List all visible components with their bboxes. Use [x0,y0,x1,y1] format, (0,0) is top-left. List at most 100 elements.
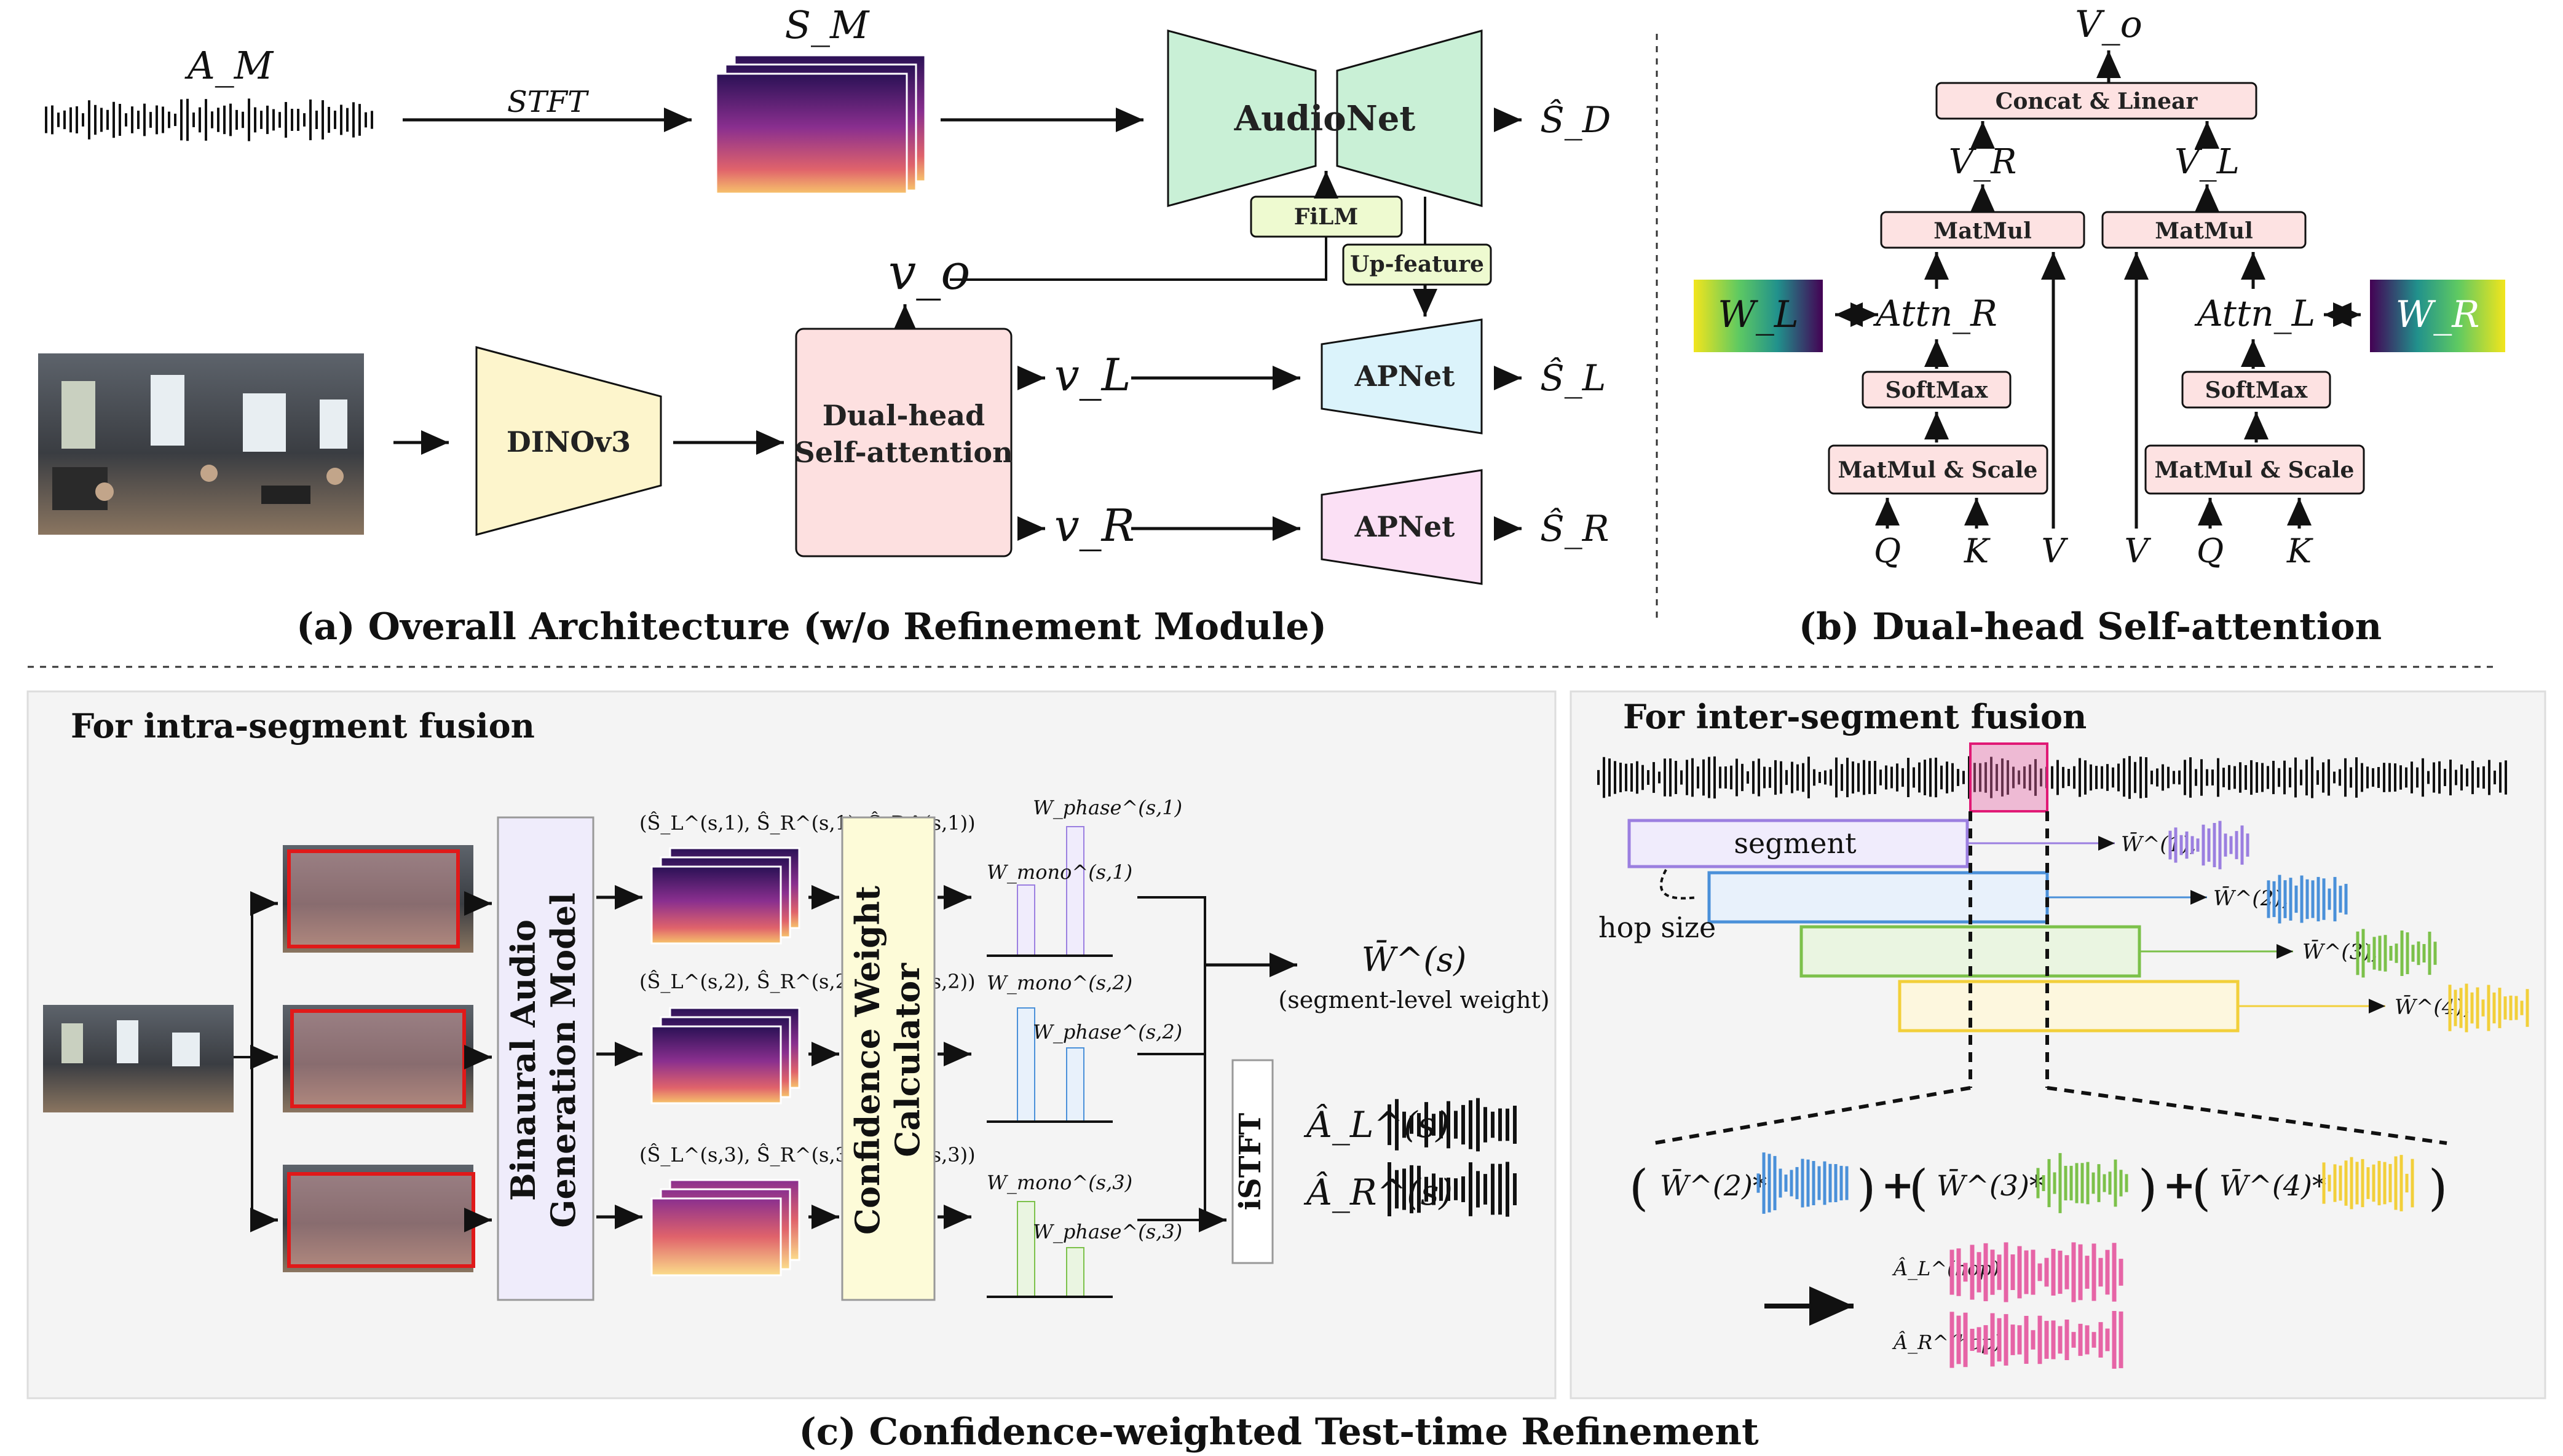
dual-head-attention-block [795,328,1013,557]
vr-label: v_R [1054,500,1135,551]
eq-term-1: W̄^(2)* [1660,1168,1767,1202]
eq-waveform-2 [1756,1152,1849,1214]
crop-frame-1 [283,845,473,953]
plus-2: + [2163,1162,2196,1208]
am-label: A_M [184,43,274,88]
concat-linear-label: Concat & Linear [1996,89,2198,114]
zoom-diag-right [2047,1086,2447,1145]
wl-label: W_L [1718,293,1799,336]
panel-overall: A_M STFT S_M AudioNet Ŝ_D FiLM Up-featur… [38,2,1611,648]
calculator-label-2: Calculator [888,963,927,1157]
v-left-label: V [2042,532,2069,570]
merge-bracket [1137,896,1206,1221]
hop-highlight [1969,742,2048,813]
v-right-label: V [2125,532,2152,570]
softmax-left-box [1862,371,2012,409]
hop-size-label: hop size [1598,911,1716,944]
stft-label: STFT [507,85,589,119]
plus-1: + [1881,1162,1914,1208]
output-waveform-right [1388,1162,1517,1217]
paren-open-3: ( [2192,1159,2211,1216]
matmul-scale-right-box [2144,444,2365,495]
segment-4-box [1898,980,2240,1033]
apnet-right-block [1321,469,1483,585]
w-mono-1: W_mono^(s,1) [987,860,1132,884]
weight-bars-3 [987,1201,1113,1298]
weight-bars-1 [987,826,1113,957]
panel-attention: V_o Concat & Linear V_R V_L MatMul MatMu… [1694,3,2505,648]
input-video-frame [38,353,364,535]
paren-close-2: ) [2138,1159,2157,1216]
matmul-scale-left-label: MatMul & Scale [1838,457,2038,483]
istft-label: iSTFT [1233,1113,1268,1211]
out-r-label: Â_R^(hop) [1892,1331,2001,1354]
seg1-weight-label: W̄^(1), [2121,832,2196,857]
eq-waveform-3 [2036,1153,2128,1213]
attn-r-label: Attn_R [1873,293,1997,334]
softmax-right-label: SoftMax [2205,377,2308,403]
q-right-label: Q [2197,532,2224,570]
sl-label: Ŝ_L [1540,357,1606,399]
w-phase-2: W_phase^(s,2) [1033,1020,1182,1044]
softmax-right-box [2181,371,2331,409]
softmax-left-label: SoftMax [1886,377,1988,403]
film-label: FiLM [1294,204,1358,230]
matmul-scale-left-box [1828,444,2048,495]
panel-inter-segment: For inter-segment fusion segment hop siz… [1570,690,2546,1399]
istft-box [1231,1059,1274,1264]
generation-model-label-2: Generation Model [543,892,583,1227]
long-waveform [1597,756,2507,799]
a-r-label: Â_R^(s) [1303,1171,1453,1213]
att-vl-label: V_L [2174,142,2240,182]
segment-weight-note: (segment-level weight) [1278,986,1549,1013]
sm-label: S_M [785,2,870,47]
seg2-weight-waveform [2267,875,2348,924]
caption-b: (b) Dual-head Self-attention [1799,605,2382,648]
calculator-label-1: Confidence Weight [848,886,887,1235]
output-waveform-left [1388,1098,1517,1152]
eq-waveform-4 [2322,1155,2414,1211]
upfeature-box [1342,243,1492,286]
w-mono-2: W_mono^(s,2) [987,971,1132,994]
paren-open-2: ( [1909,1159,1928,1216]
mono-spectrogram [715,54,926,195]
q-left-label: Q [1874,532,1901,570]
w-phase-3: W_phase^(s,3) [1033,1220,1182,1243]
eq-term-3: W̄^(4)* [2219,1168,2326,1202]
segment-weight-label: W̄^(s) [1362,940,1467,979]
crop-frame-2 [283,1005,473,1112]
generation-model-label-1: Binaural Audio [504,919,543,1201]
dino-label: DINOv3 [507,425,631,458]
sr-label: Ŝ_R [1540,508,1609,549]
audionet-block: AudioNet [1167,30,1483,207]
vo-label: v_o [888,243,970,301]
intra-title: For intra-segment fusion [71,706,535,746]
confidence-calculator-box [841,816,936,1301]
matmul-left-box [1880,211,2085,249]
intra-input-frame [43,1005,234,1112]
k-right-label: K [2286,532,2313,570]
wr-label: W_R [2396,293,2480,336]
dual-head-label-1: Dual-head [823,399,985,432]
segment-1-box [1627,819,1969,868]
apnet-left-block [1321,318,1483,435]
seg4-weight-label: W̄^(4), [2395,994,2470,1020]
paren-close-3: ) [2428,1159,2447,1216]
upfeature-label: Up-feature [1350,251,1484,277]
weight-bars-2 [987,1007,1113,1123]
seg3-weight-label: W̄^(3), [2302,939,2377,964]
att-vo-label: V_o [2075,3,2142,46]
generation-model-box [497,816,594,1301]
k-left-label: K [1964,532,1991,570]
audionet-label: AudioNet [1234,98,1416,139]
apnet-left-label: APNet [1354,360,1456,393]
caption-a: (a) Overall Architecture (w/o Refinement… [296,605,1327,648]
wr-heatmap [2370,280,2505,352]
vo-to-film-line [950,237,1327,281]
spec-stack-1 [650,847,800,945]
mono-waveform [45,98,373,141]
w-mono-3: W_mono^(s,3) [987,1171,1132,1194]
spec-stack-2 [650,1007,800,1104]
matmul-right-box [2101,211,2307,249]
hop-output-waveform-right [1949,1310,2123,1369]
